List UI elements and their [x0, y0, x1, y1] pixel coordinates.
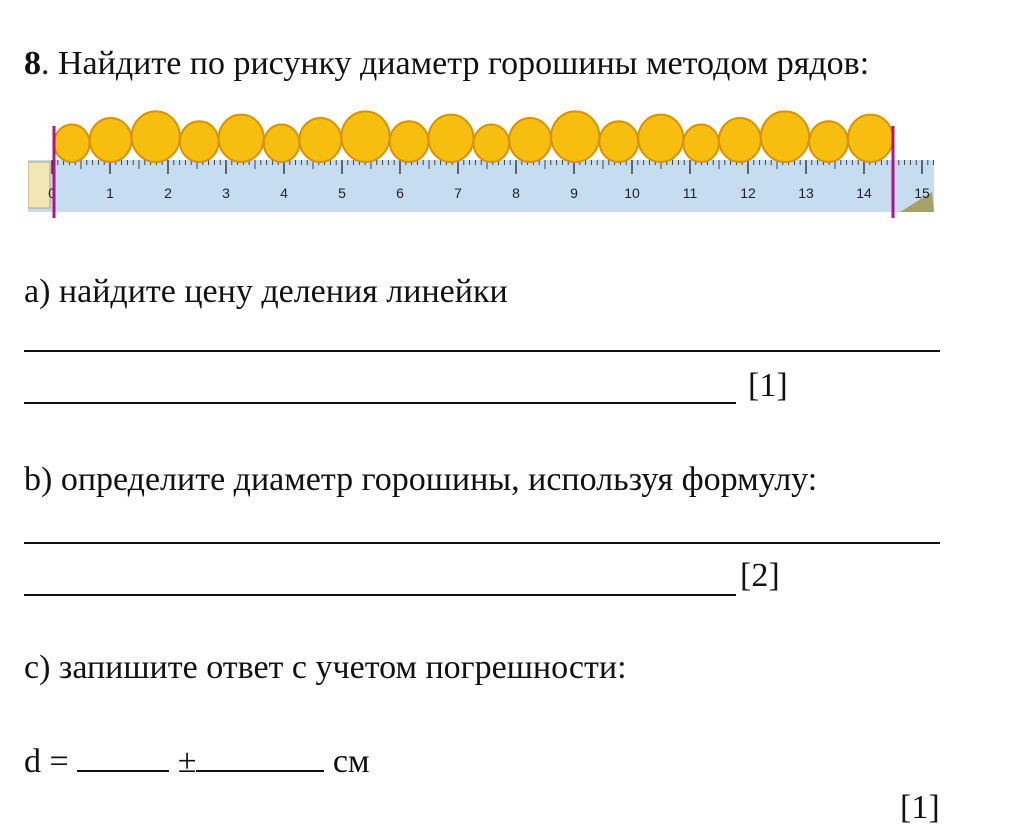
pea [846, 113, 895, 164]
ruler-label: 1 [106, 185, 114, 201]
part-b-question: b) определите диаметр горошины, использу… [24, 461, 818, 498]
plus-minus-sign: ± [177, 743, 197, 780]
ruler-label: 0 [48, 185, 56, 201]
pea [298, 116, 343, 163]
pea [808, 120, 849, 164]
pea [217, 113, 265, 164]
part-b-points: [2] [740, 557, 780, 594]
ruler-label: 10 [624, 185, 640, 201]
pea [637, 113, 685, 164]
ruler-label: 2 [164, 185, 172, 201]
ruler-label: 11 [683, 185, 698, 201]
d-label: d = [24, 743, 69, 780]
part-a-points: [1] [748, 367, 788, 404]
part-a-answer-line-1[interactable] [24, 350, 940, 352]
ruler-label: 3 [222, 185, 230, 201]
pea [427, 113, 475, 164]
task-title: 8. Найдите по рисунку диаметр горошины м… [24, 44, 869, 84]
pea [598, 120, 640, 164]
ruler-label: 9 [570, 185, 578, 201]
pea [717, 116, 762, 163]
ruler-corner [900, 192, 934, 212]
pea [130, 110, 181, 163]
ruler-label: 6 [396, 185, 404, 201]
pea [88, 116, 133, 163]
pea [550, 110, 601, 163]
pea [472, 123, 511, 163]
pea [178, 120, 220, 164]
ruler-label: 4 [280, 185, 288, 201]
task-title-text: . Найдите по рисунку диаметр горошины ме… [41, 45, 870, 82]
pea [340, 110, 391, 163]
part-a-question: a) найдите цену деления линейки [24, 273, 508, 310]
ruler-label: 14 [856, 185, 872, 201]
answer-formula-row: d = ± см [24, 742, 369, 782]
part-a-answer-line-2[interactable] [24, 402, 736, 404]
d-value-blank[interactable] [77, 742, 170, 772]
part-c-points: [1] [900, 789, 940, 826]
ruler-left-cap [28, 161, 51, 209]
pea [53, 123, 91, 163]
task-number: 8 [24, 45, 41, 82]
part-c-question: c) запишите ответ с учетом погрешности: [24, 649, 627, 686]
ruler-label: 5 [338, 185, 346, 201]
d-error-blank[interactable] [196, 742, 325, 772]
ruler-label: 7 [454, 185, 462, 201]
ruler-label: 13 [798, 185, 814, 201]
pea [682, 123, 720, 163]
ruler-label: 8 [512, 185, 520, 201]
part-b-answer-line-2[interactable] [24, 594, 736, 596]
ruler-body [28, 160, 934, 212]
unit-label: см [332, 743, 370, 780]
part-b-answer-line-1[interactable] [24, 542, 940, 544]
ruler-label: 15 [914, 185, 930, 201]
pea [388, 120, 430, 164]
ruler-label: 12 [740, 185, 756, 201]
pea [759, 110, 811, 163]
pea [508, 116, 553, 163]
pea [262, 123, 301, 163]
